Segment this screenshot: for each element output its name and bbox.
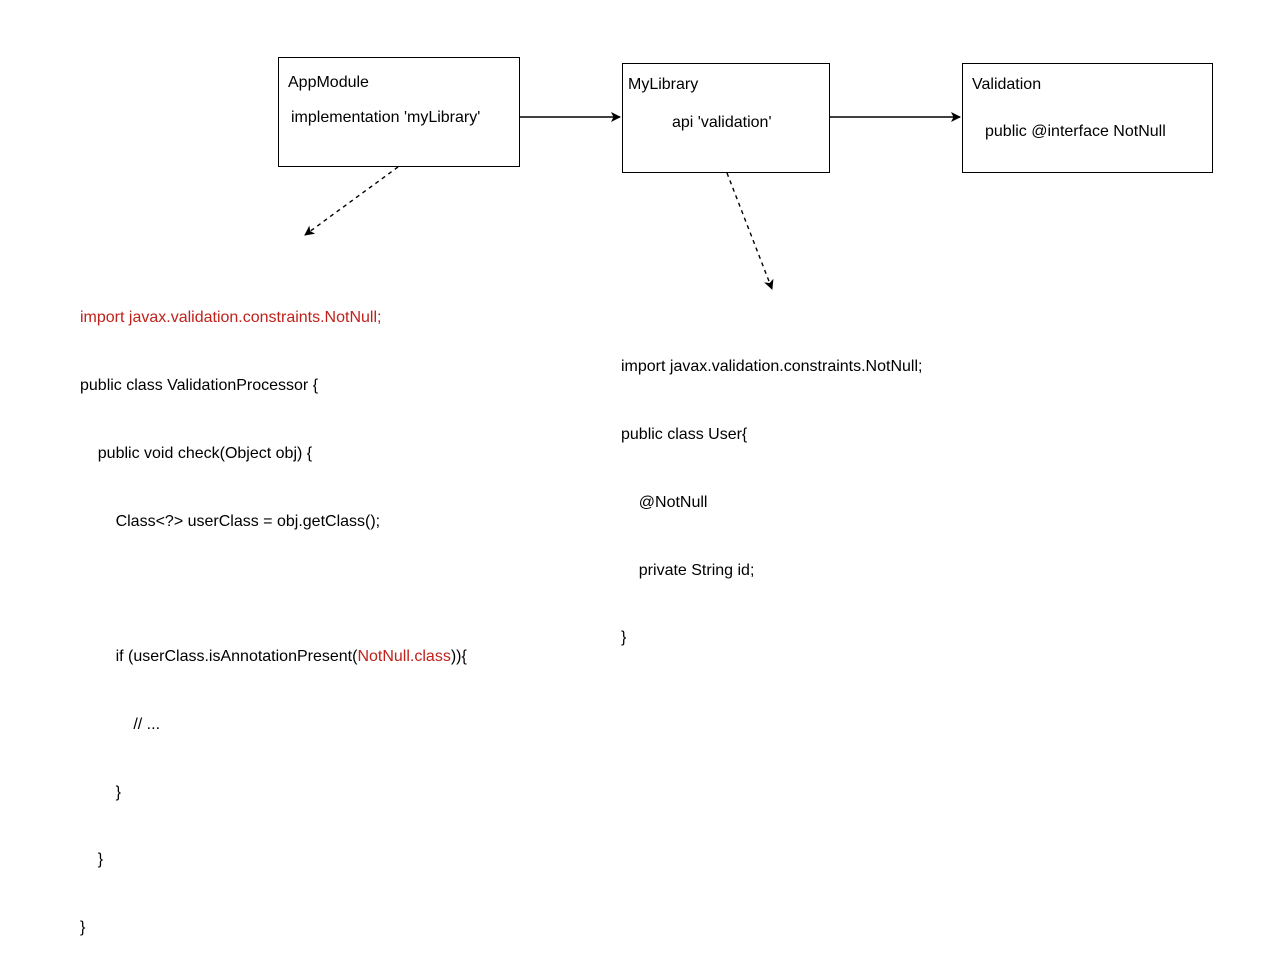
code-line: } — [80, 783, 121, 801]
code-fragment-highlight: NotNull.class — [357, 648, 451, 666]
validation-node[interactable]: Validation public @interface NotNull — [962, 63, 1213, 173]
code-line: } — [80, 851, 104, 869]
diagram-edges — [304, 112, 961, 290]
mylibrary-title: MyLibrary — [628, 76, 699, 93]
mylibrary-dependency: api 'validation' — [672, 114, 772, 131]
validation-processor-code: import javax.validation.constraints.NotN… — [80, 262, 467, 962]
code-line: } — [80, 919, 86, 937]
appmodule-title: AppModule — [288, 74, 369, 91]
code-line: private String id; — [621, 561, 755, 579]
code-fragment: if (userClass.isAnnotationPresent( — [80, 648, 358, 666]
appmodule-dependency: implementation 'myLibrary' — [291, 109, 481, 126]
code-line: // ... — [80, 715, 161, 733]
code-line: Class<?> userClass = obj.getClass(); — [80, 512, 381, 530]
code-line: if (userClass.isAnnotationPresent(NotNul… — [80, 646, 467, 669]
code-line: import javax.validation.constraints.NotN… — [621, 358, 923, 376]
code-line: public class User{ — [621, 425, 748, 443]
code-line: public class ValidationProcessor { — [80, 376, 319, 394]
code-line: import javax.validation.constraints.NotN… — [80, 309, 382, 327]
code-fragment: )){ — [450, 648, 467, 666]
code-line: } — [621, 629, 627, 647]
appmodule-node[interactable]: AppModule implementation 'myLibrary' — [278, 57, 520, 167]
code-line: public void check(Object obj) { — [80, 444, 313, 462]
code-line-blank — [80, 578, 467, 601]
mylibrary-node[interactable]: MyLibrary api 'validation' — [622, 63, 830, 173]
validation-annotation: public @interface NotNull — [985, 123, 1166, 140]
validation-title: Validation — [972, 76, 1042, 93]
user-class-code: import javax.validation.constraints.NotN… — [621, 311, 922, 673]
dashed-arrow-mylibrary-to-user-code — [726, 172, 774, 290]
dashed-arrow-appmodule-to-processor-code — [304, 166, 399, 236]
code-line: @NotNull — [621, 493, 708, 511]
